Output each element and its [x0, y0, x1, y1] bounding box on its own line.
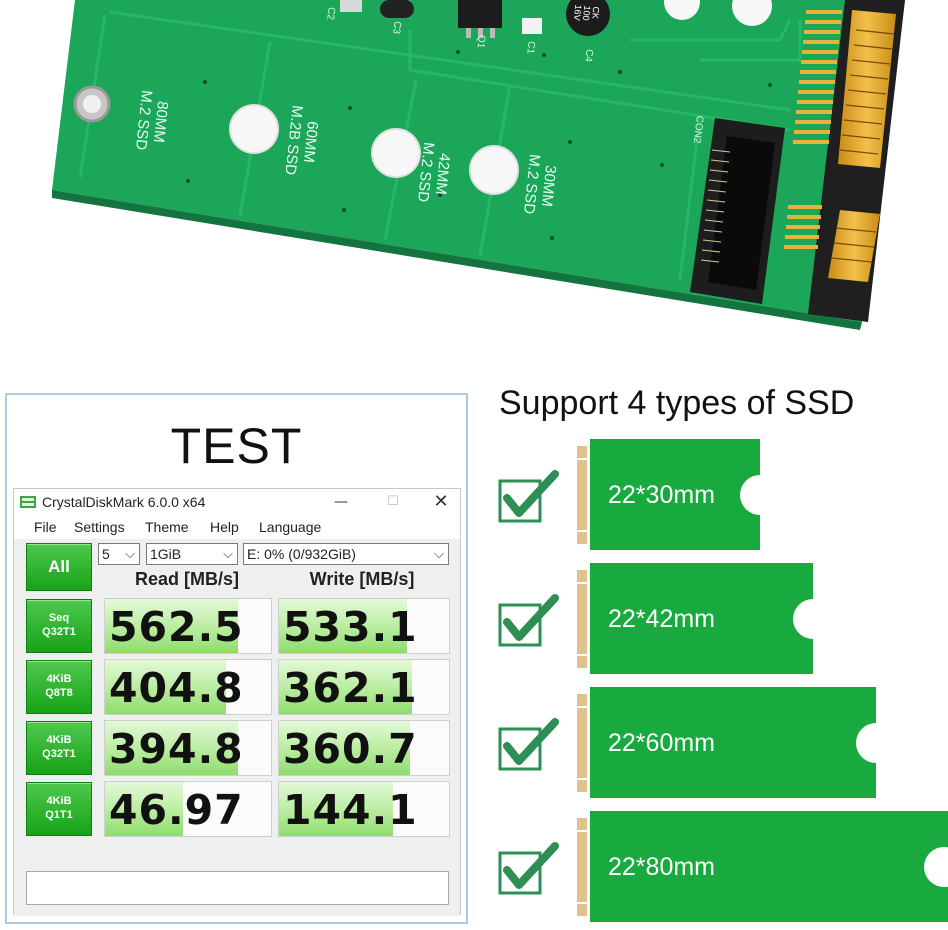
row-label-line1: 4KiB: [46, 673, 72, 685]
test-count-select[interactable]: 5 ⌵: [98, 543, 140, 565]
write-value: 360.7: [283, 725, 418, 773]
write-result-cell: 144.1: [278, 781, 450, 837]
drive-select[interactable]: E: 0% (0/932GiB) ⌵: [243, 543, 449, 565]
chevron-down-icon: ⌵: [125, 546, 135, 561]
write-value: 533.1: [283, 603, 418, 651]
test-size-value: 1GiB: [150, 546, 182, 562]
4kib-q1t1-button[interactable]: 4KiB Q1T1: [26, 782, 92, 836]
4kib-q32t1-button[interactable]: 4KiB Q32T1: [26, 721, 92, 775]
comment-field[interactable]: [26, 871, 449, 905]
read-value: 562.5: [109, 603, 244, 651]
adapter-board-photo: 80MM M.2 SSD 60MM M.2B SSD 42MM M.2 SSD …: [0, 0, 948, 340]
read-progress-bar: [105, 721, 238, 775]
checkbox-checked-icon: [498, 594, 559, 647]
write-column-header: Write [MB/s]: [309, 569, 415, 589]
row-label-line2: Q1T1: [45, 809, 73, 821]
read-progress-bar: [105, 782, 184, 836]
write-result-cell: 533.1: [278, 598, 450, 654]
pcb-label-c2: C2: [324, 6, 337, 21]
chevron-down-icon: ⌵: [223, 546, 233, 561]
row-label-line2: Q8T8: [45, 687, 73, 699]
ssd-size-label: 22*80mm: [608, 853, 715, 881]
window-titlebar[interactable]: CrystalDiskMark 6.0.0 x64 — ☐ ✕: [14, 489, 460, 515]
ssd-contacts: [577, 694, 587, 792]
adapter-board-graphic: [52, 0, 905, 330]
test-size-select[interactable]: 1GiB ⌵: [146, 543, 238, 565]
pcb-label-c1: C1: [524, 40, 537, 55]
write-result-cell: 360.7: [278, 720, 450, 776]
pcb-label-c4: C4: [582, 48, 595, 63]
read-value: 46.97: [109, 786, 244, 834]
checkbox-checked-icon: [498, 718, 559, 771]
test-count-value: 5: [102, 546, 110, 562]
ssd-notch: [793, 599, 833, 639]
write-value: 362.1: [283, 664, 418, 712]
maximize-button[interactable]: ☐: [387, 494, 399, 509]
ssd-contacts: [577, 570, 587, 668]
ssd-size-label: 22*60mm: [608, 729, 715, 757]
ssd-contacts: [577, 446, 587, 544]
read-result-cell: 394.8: [104, 720, 272, 776]
row-label-line1: 4KiB: [46, 734, 72, 746]
read-result-cell: 404.8: [104, 659, 272, 715]
test-heading: TEST: [170, 418, 303, 474]
ssd-card-42mm: 22*42mm: [590, 563, 833, 674]
menu-language[interactable]: Language: [259, 519, 322, 535]
mount-hole-42: [371, 128, 421, 178]
run-all-button[interactable]: All: [26, 543, 92, 591]
ssd-notch: [924, 847, 948, 887]
drive-value: E: 0% (0/932GiB): [247, 546, 356, 562]
read-result-cell: 562.5: [104, 598, 272, 654]
benchmark-area: All 5 ⌵ 1GiB ⌵ E: 0% (0/932GiB) ⌵ Read […: [14, 539, 460, 916]
write-progress-bar: [279, 599, 407, 653]
pcb-label-q1: Q1: [474, 34, 487, 49]
mount-hole-60: [229, 104, 279, 154]
menu-settings[interactable]: Settings: [74, 519, 125, 535]
write-progress-bar: [279, 721, 410, 775]
read-progress-bar: [105, 599, 238, 653]
write-progress-bar: [279, 660, 412, 714]
read-column-header: Read [MB/s]: [134, 569, 239, 589]
app-icon: [20, 496, 36, 508]
seq-q32t1-button[interactable]: Seq Q32T1: [26, 599, 92, 653]
ssd-notch: [740, 475, 780, 515]
menu-file[interactable]: File: [34, 519, 57, 535]
support-heading: Support 4 types of SSD: [499, 384, 855, 422]
ssd-card-60mm: 22*60mm: [590, 687, 896, 798]
ssd-size-label: 22*42mm: [608, 605, 715, 633]
write-progress-bar: [279, 782, 393, 836]
test-panel: TEST CrystalDiskMark 6.0.0 x64 — ☐ ✕ Fil…: [5, 393, 468, 924]
read-progress-bar: [105, 660, 227, 714]
checkbox-checked-icon: [498, 842, 559, 895]
write-value: 144.1: [283, 786, 418, 834]
ssd-size-label: 22*30mm: [608, 481, 715, 509]
ssd-card-30mm: 22*30mm: [590, 439, 780, 550]
menu-theme[interactable]: Theme: [145, 519, 189, 535]
chevron-down-icon: ⌵: [434, 546, 444, 561]
row-label-line2: Q32T1: [42, 748, 76, 760]
row-label-line1: 4KiB: [46, 795, 72, 807]
crystaldiskmark-window: CrystalDiskMark 6.0.0 x64 — ☐ ✕ File Set…: [13, 488, 461, 916]
write-result-cell: 362.1: [278, 659, 450, 715]
minimize-button[interactable]: —: [334, 494, 348, 510]
row-label-line2: Q32T1: [42, 626, 76, 638]
capacitor-marking: CK 100 16V: [571, 4, 602, 22]
ssd-notch: [856, 723, 896, 763]
close-button[interactable]: ✕: [433, 491, 449, 512]
menu-help[interactable]: Help: [210, 519, 239, 535]
read-result-cell: 46.97: [104, 781, 272, 837]
window-title: CrystalDiskMark 6.0.0 x64: [42, 494, 206, 510]
checkbox-checked-icon: [498, 470, 559, 523]
read-value: 394.8: [109, 725, 244, 773]
4kib-q8t8-button[interactable]: 4KiB Q8T8: [26, 660, 92, 714]
mount-hole-30: [469, 145, 519, 195]
pcb-label-c3: C3: [390, 20, 403, 35]
read-value: 404.8: [109, 664, 244, 712]
menu-bar: File Settings Theme Help Language: [14, 515, 460, 539]
row-label-line1: Seq: [48, 612, 70, 624]
ssd-contacts: [577, 818, 587, 916]
ssd-card-80mm: 22*80mm: [590, 811, 948, 922]
